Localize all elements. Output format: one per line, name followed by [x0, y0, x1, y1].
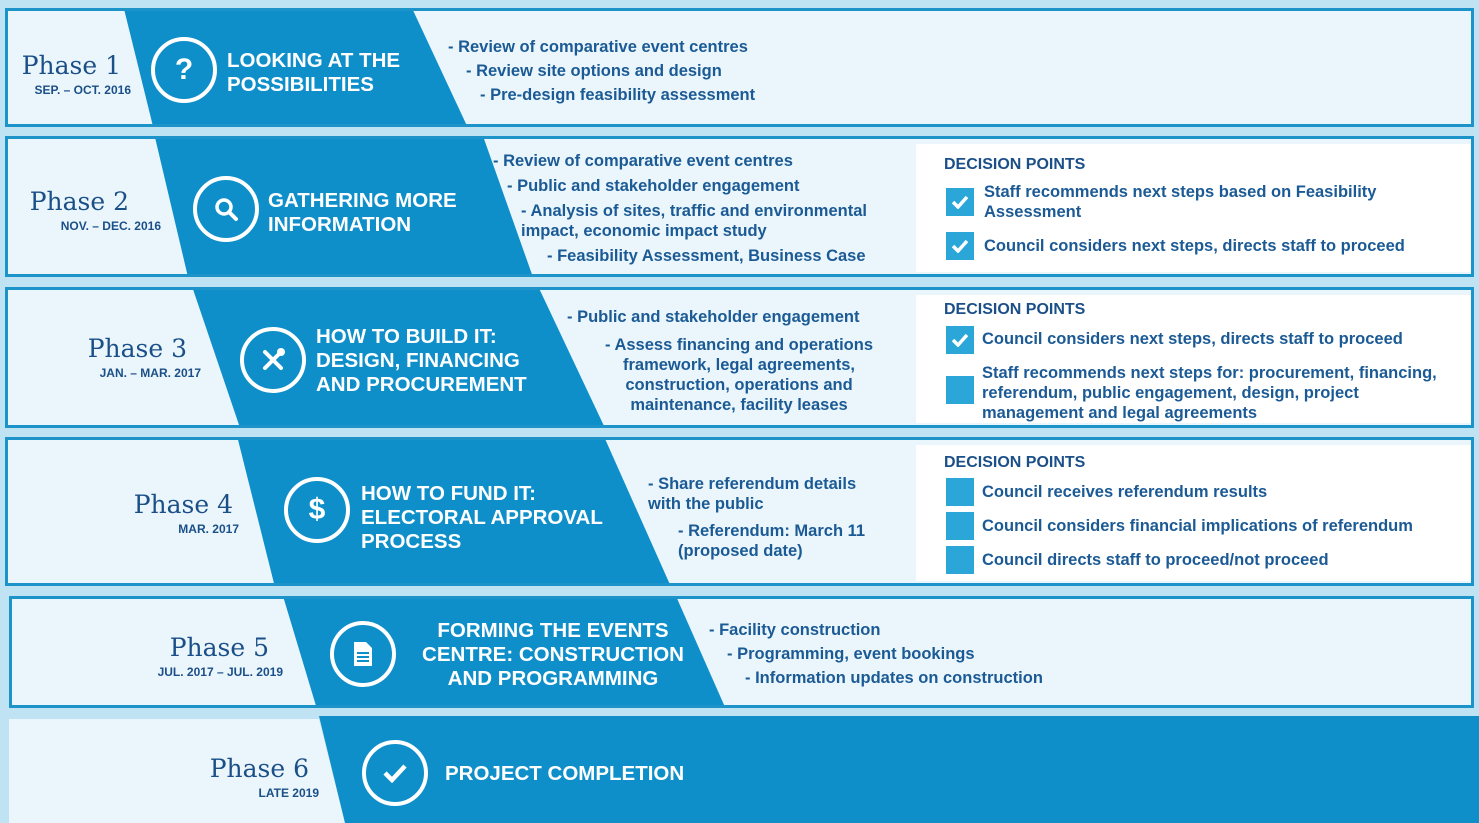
- phase-title: Phase 6: [209, 754, 309, 783]
- phase-date: JAN. – MAR. 2017: [99, 366, 201, 380]
- activity-item: - Public and stakeholder engagement: [507, 177, 800, 195]
- phase-6-row: Phase 6 LATE 2019 PROJECT COMPLETION: [9, 716, 1479, 823]
- activity-item: - Share referendum details with the publ…: [648, 475, 857, 513]
- activity-item: - Analysis of sites, traffic and environ…: [521, 202, 867, 240]
- phase-date: MAR. 2017: [178, 522, 239, 536]
- checkbox-empty-icon: [946, 478, 974, 506]
- phase-title: Phase 3: [87, 334, 187, 363]
- phase-title: Phase 5: [169, 633, 269, 662]
- decision-item: Council considers next steps, directs st…: [984, 237, 1405, 255]
- phase-5-row: Phase 5 JUL. 2017 – JUL. 2019 FORMING TH…: [9, 596, 1474, 708]
- phase-3-row: Phase 3 JAN. – MAR. 2017 HOW TO BUILD IT…: [5, 287, 1474, 428]
- phase-2-band: [155, 139, 532, 274]
- phase-title: Phase 1: [21, 51, 121, 80]
- activity-item: - Review of comparative event centres: [493, 152, 793, 170]
- phase-heading: FORMING THE EVENTS CENTRE: CONSTRUCTION …: [422, 619, 684, 690]
- phase-title: Phase 4: [133, 490, 233, 519]
- decision-points-title: DECISION POINTS: [944, 301, 1086, 318]
- checkbox-checked-icon: [946, 326, 974, 354]
- checkbox-empty-icon: [946, 512, 974, 540]
- decision-item: Staff recommends next steps for: procure…: [982, 364, 1437, 422]
- checkbox-checked-icon: [946, 188, 974, 216]
- phase-1-row: Phase 1 SEP. – OCT. 2016 ? LOOKING AT TH…: [5, 8, 1474, 127]
- phase-heading: HOW TO FUND IT: ELECTORAL APPROVAL PROCE…: [361, 482, 603, 553]
- activity-item: - Assess financing and operations framew…: [604, 336, 874, 414]
- decision-points-panel: DECISION POINTS Council considers next s…: [916, 295, 1471, 423]
- phase-2-row: Phase 2 NOV. – DEC. 2016 GATHERING MORE …: [5, 136, 1474, 277]
- phase-heading: LOOKING AT THE POSSIBILITIES: [227, 49, 401, 96]
- checkbox-empty-icon: [946, 376, 974, 404]
- decision-points-panel: DECISION POINTS Council receives referen…: [916, 445, 1471, 581]
- phase-date: NOV. – DEC. 2016: [60, 219, 161, 233]
- phase-5-band: [283, 599, 725, 705]
- decision-item: Council receives referendum results: [982, 483, 1268, 501]
- checkbox-checked-icon: [946, 232, 974, 260]
- activity-item: - Referendum: March 11 (proposed date): [678, 522, 866, 560]
- checkbox-empty-icon: [946, 546, 974, 574]
- phase-1-band: [124, 11, 467, 124]
- decision-points-title: DECISION POINTS: [944, 156, 1086, 173]
- phase-4-row: Phase 4 MAR. 2017 $ HOW TO FUND IT: ELEC…: [5, 437, 1474, 586]
- phase-4-band: [238, 440, 670, 583]
- phase-date: JUL. 2017 – JUL. 2019: [157, 665, 283, 679]
- question-icon: ?: [151, 37, 217, 103]
- decision-item: Council considers financial implications…: [982, 517, 1413, 535]
- decision-item: Council directs staff to proceed/not pro…: [982, 551, 1329, 569]
- decision-points-title: DECISION POINTS: [944, 454, 1086, 471]
- phase-title: Phase 2: [29, 187, 129, 216]
- dollar-icon: $: [284, 477, 350, 543]
- magnifier-icon: [193, 176, 259, 242]
- activity-item: - Programming, event bookings: [727, 645, 975, 663]
- phase-date: LATE 2019: [258, 786, 319, 800]
- activity-item: - Review site options and design: [466, 62, 722, 80]
- activity-item: - Information updates on construction: [745, 669, 1043, 687]
- tools-icon: [240, 327, 306, 393]
- activity-item: - Review of comparative event centres: [448, 38, 748, 56]
- phase-date: SEP. – OCT. 2016: [34, 83, 131, 97]
- phase-3-band: [193, 290, 604, 425]
- decision-points-panel: DECISION POINTS Staff recommends next st…: [916, 144, 1471, 272]
- decision-item: Staff recommends next steps based on Fea…: [984, 183, 1377, 221]
- document-icon: [330, 621, 396, 687]
- phase-heading: GATHERING MORE INFORMATION: [268, 189, 457, 236]
- phase-heading: PROJECT COMPLETION: [445, 762, 685, 785]
- activity-item: - Facility construction: [709, 621, 881, 639]
- check-circle-icon: [362, 740, 428, 806]
- activity-item: - Feasibility Assessment, Business Case: [547, 247, 866, 265]
- decision-item: Council considers next steps, directs st…: [982, 330, 1403, 348]
- activity-item: - Pre-design feasibility assessment: [480, 86, 756, 104]
- activity-item: - Public and stakeholder engagement: [567, 308, 860, 326]
- phase-6-band: [9, 716, 1479, 823]
- phase-heading: HOW TO BUILD IT: DESIGN, FINANCING AND P…: [316, 325, 527, 396]
